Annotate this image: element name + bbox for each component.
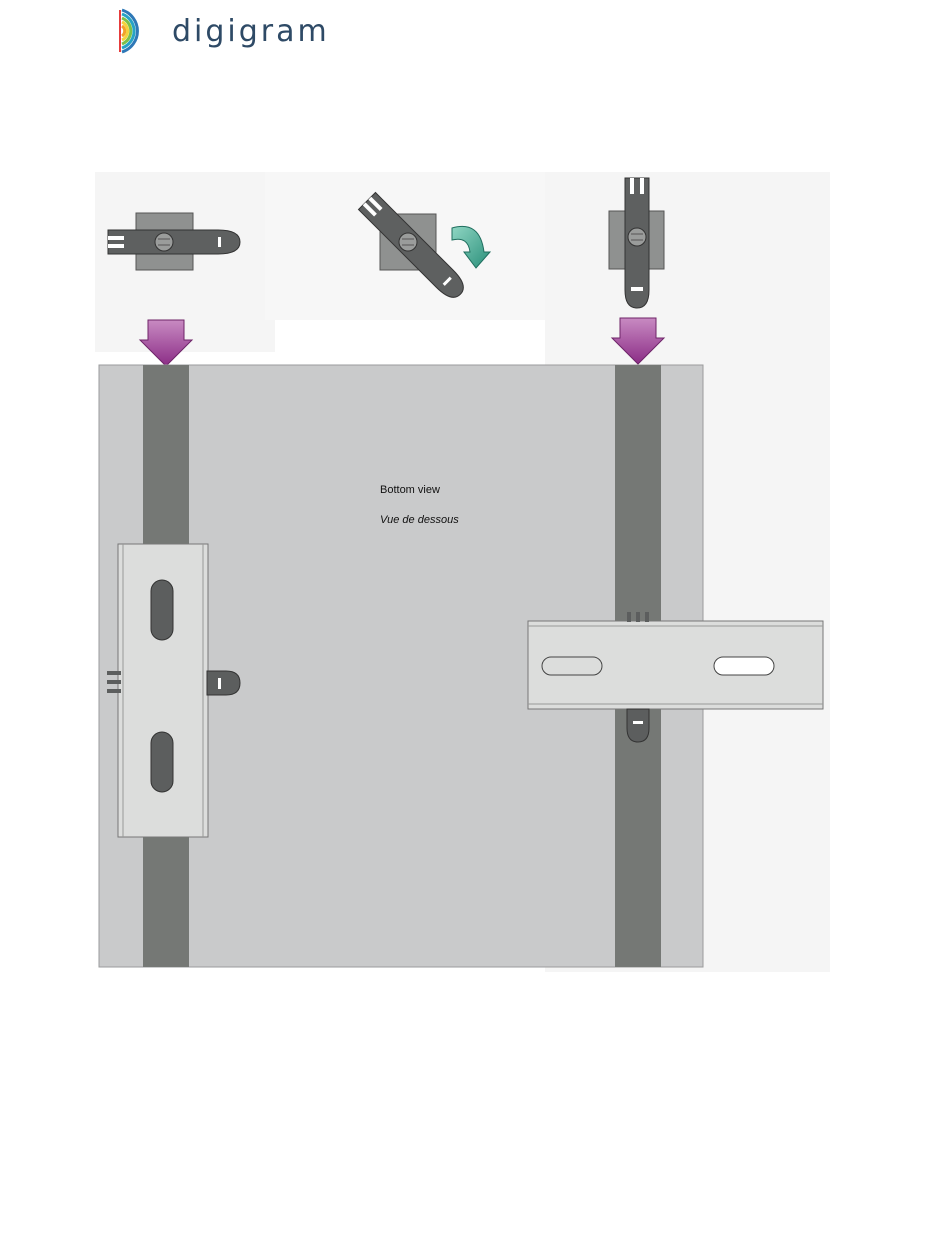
push-down-arrow-icon — [140, 320, 192, 366]
caption-bottom-view: Bottom view — [380, 484, 440, 496]
caption-vue-de-dessous: Vue de dessous — [380, 514, 459, 526]
din-rail-vertical — [118, 544, 208, 837]
din-rail-horizontal — [528, 621, 823, 709]
